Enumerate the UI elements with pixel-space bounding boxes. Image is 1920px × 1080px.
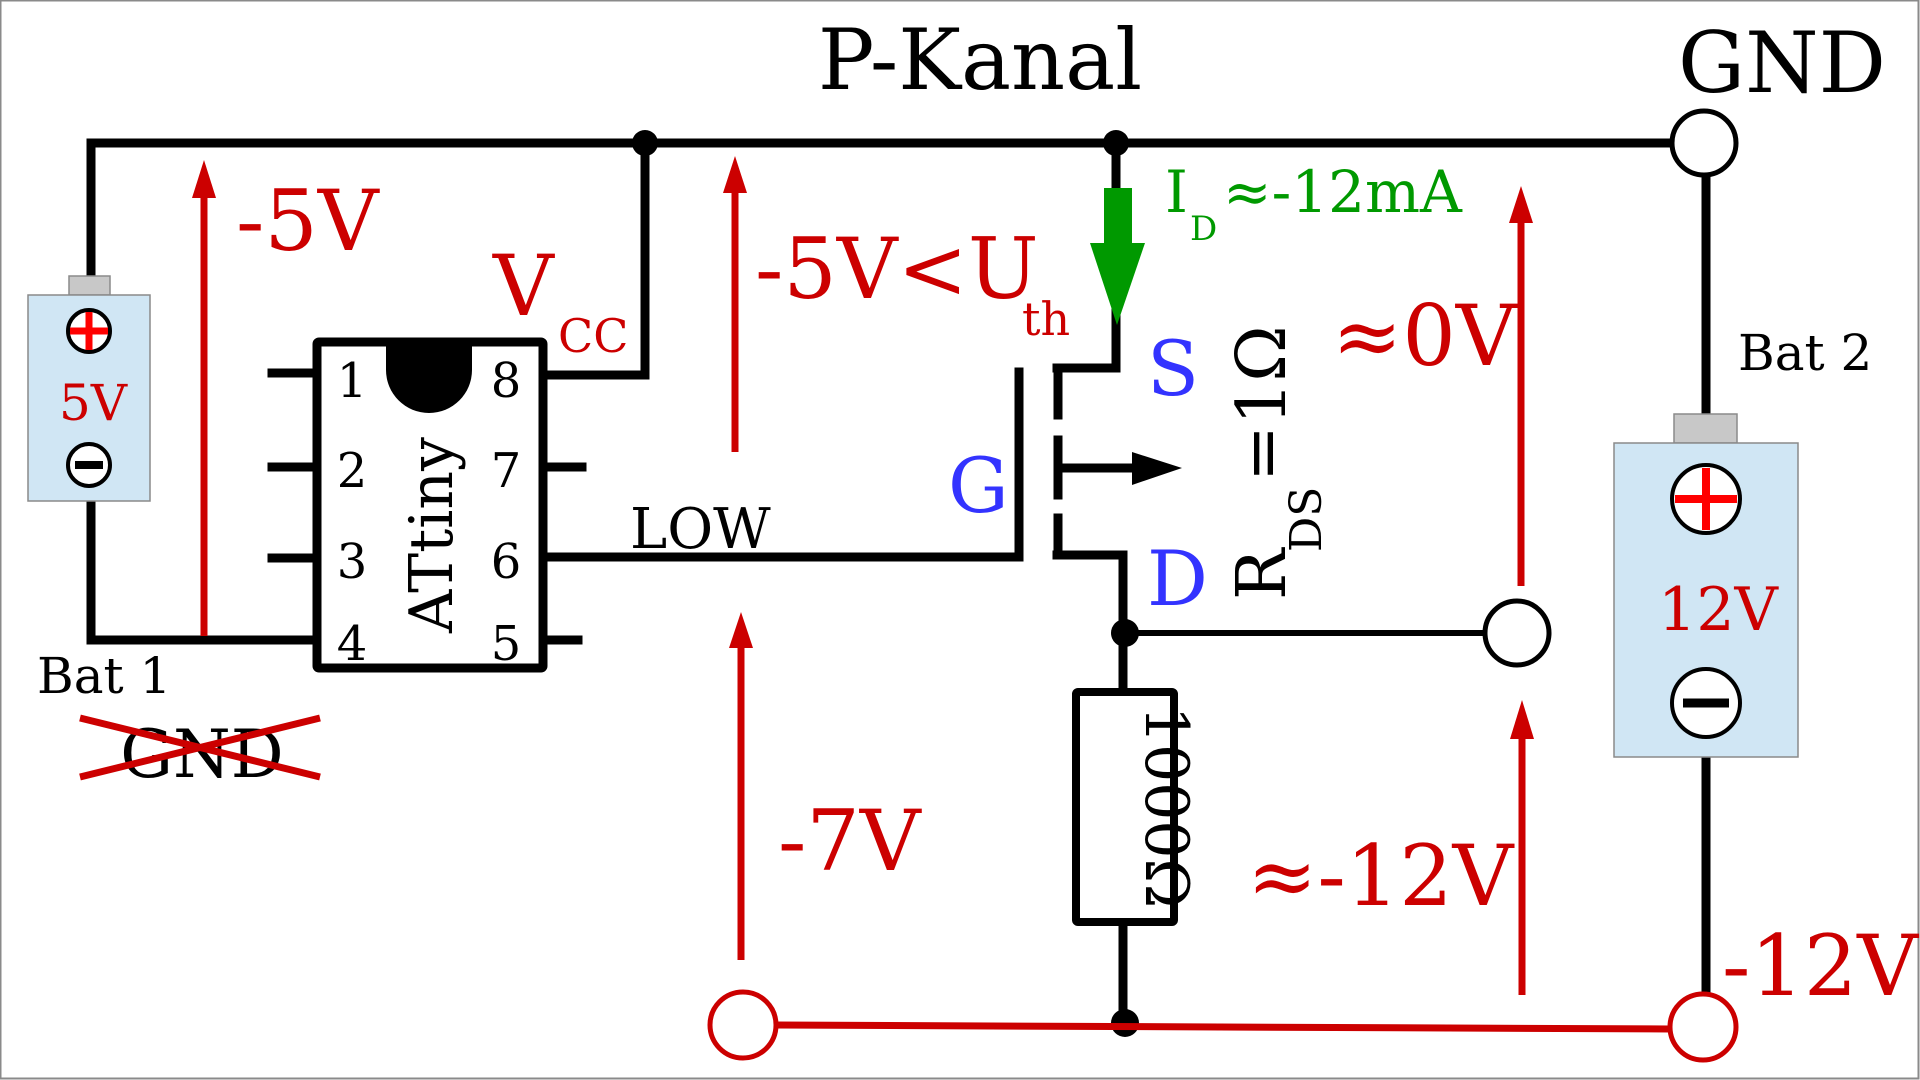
vcc-label-sub: CC — [558, 309, 628, 363]
junction-vcc — [632, 130, 658, 156]
rds-main: R — [1223, 547, 1302, 600]
battery-2-voltage: 12V — [1658, 575, 1779, 645]
voltage-bottom-rail: -12V — [1722, 917, 1919, 1015]
battery-2-cap — [1673, 413, 1738, 444]
drain-letter: D — [1147, 534, 1208, 623]
resistor: 1000Ω — [1072, 688, 1201, 926]
arrow-gate-drain-voltage — [729, 612, 753, 960]
terminal-bottom-right[interactable] — [1667, 991, 1739, 1063]
ic-pin-6: 6 — [491, 534, 522, 590]
ic-pin-4: 4 — [337, 616, 368, 672]
title: P-Kanal — [818, 11, 1142, 109]
battery-1-name: Bat 1 — [37, 647, 171, 705]
terminal-drain[interactable] — [1482, 598, 1552, 668]
rds-label: R DS =1Ω — [1223, 325, 1332, 600]
vcc-wire — [542, 138, 650, 380]
voltage-bat1: -5V — [236, 172, 380, 270]
voltage-drain-source: ≈0V — [1332, 287, 1518, 385]
gate-wire — [542, 367, 1024, 562]
ic-pin-stubs — [267, 368, 587, 645]
battery-1: 5V — [27, 275, 151, 502]
ic-attiny: 1 2 3 4 8 7 6 5 ATtiny — [312, 337, 548, 673]
junction-bottom — [1111, 1009, 1139, 1037]
ic-pin-1: 1 — [337, 353, 368, 409]
battery-2-name: Bat 2 — [1738, 324, 1872, 382]
source-letter: S — [1147, 324, 1199, 413]
battery-1-voltage: 5V — [59, 374, 128, 432]
terminal-gnd[interactable] — [1669, 108, 1739, 178]
battery-1-cap — [68, 275, 111, 296]
minus-icon — [66, 442, 112, 488]
drain-current-arrow — [1090, 188, 1145, 325]
mosfet-p-channel — [1053, 365, 1182, 560]
ic-pin-8: 8 — [491, 353, 522, 409]
voltage-arrows — [192, 156, 1534, 995]
ic-pin-3: 3 — [337, 534, 368, 590]
vcc-label-main: V — [492, 237, 555, 335]
bottom-rail-wire — [775, 1021, 1671, 1033]
ic-pin-7: 7 — [491, 443, 522, 499]
ic-name: ATtiny — [397, 437, 467, 634]
junction-drain — [1111, 619, 1139, 647]
terminal-bottom-left[interactable] — [707, 989, 779, 1061]
plus-icon — [66, 308, 112, 354]
bat1-minus-wire — [86, 496, 318, 645]
minus-icon — [1670, 667, 1742, 739]
arrow-gate-source-voltage — [723, 156, 747, 452]
rds-sub: DS — [1281, 487, 1332, 552]
plus-icon — [1670, 463, 1742, 535]
crossed-gnd-label: GND — [79, 714, 321, 793]
gnd-label: GND — [1678, 14, 1886, 112]
arrow-drain-source-voltage — [1509, 186, 1533, 586]
ic-notch — [386, 344, 472, 413]
cross-out-icon — [79, 714, 321, 781]
resistor-body — [1072, 688, 1178, 926]
ic-pin-5: 5 — [491, 616, 522, 672]
current-label-sub: D — [1190, 209, 1217, 249]
current-label-main: I — [1165, 158, 1188, 226]
vcc-label: V — [492, 237, 555, 335]
ic-pin-2: 2 — [337, 443, 368, 499]
arrow-bat1-voltage — [192, 160, 216, 636]
rds-value: =1Ω — [1223, 325, 1302, 482]
ic-body — [312, 337, 548, 673]
battery-1-gnd-crossed: GND — [120, 716, 283, 793]
gate-letter: G — [948, 441, 1009, 530]
voltage-gate-threshold-sub: th — [1022, 292, 1070, 346]
junction-source — [1103, 130, 1129, 156]
voltage-load: ≈-12V — [1247, 827, 1515, 925]
arrow-load-voltage — [1510, 700, 1534, 995]
voltage-gate-drain: -7V — [778, 792, 922, 890]
voltage-gate-threshold: -5V<U — [755, 220, 1039, 318]
mosfet-arrow-icon — [1132, 452, 1182, 485]
resistor-value: 1000Ω — [1131, 706, 1201, 908]
current-label-value: ≈-12mA — [1223, 158, 1463, 226]
battery-2: 12V — [1613, 413, 1799, 758]
gate-signal-label: LOW — [630, 497, 771, 562]
